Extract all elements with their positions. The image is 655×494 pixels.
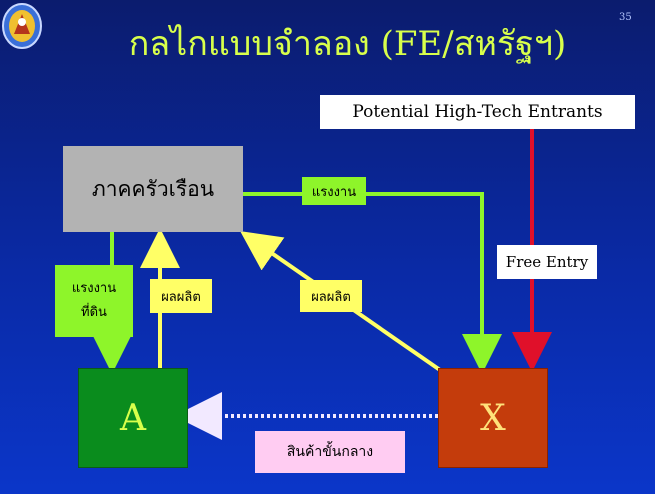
- entrants-box: Potential High-Tech Entrants: [320, 95, 635, 129]
- intermediate-goods-label: สินค้าขั้นกลาง: [255, 431, 405, 473]
- sector-a-box: A: [78, 368, 188, 468]
- arrow-labor-to-x: [243, 192, 502, 374]
- university-seal-icon: [2, 3, 42, 49]
- slide-title: กลไกแบบจำลอง (FE/สหรัฐฯ): [128, 24, 567, 64]
- household-box: ภาคครัวเรือน: [63, 146, 243, 232]
- labor-land-line2: ที่ดิน: [81, 305, 107, 320]
- page-number: 35: [619, 12, 632, 23]
- output-flow-label-a: ผลผลิต: [150, 279, 212, 313]
- free-entry-label: Free Entry: [497, 245, 597, 279]
- labor-land-flow-label: แรงงาน ที่ดิน: [55, 265, 133, 337]
- sector-x-box: X: [438, 368, 548, 468]
- labor-land-line1: แรงงาน: [71, 281, 117, 296]
- output-flow-label-x: ผลผลิต: [300, 280, 362, 312]
- labor-flow-label: แรงงาน: [302, 177, 366, 205]
